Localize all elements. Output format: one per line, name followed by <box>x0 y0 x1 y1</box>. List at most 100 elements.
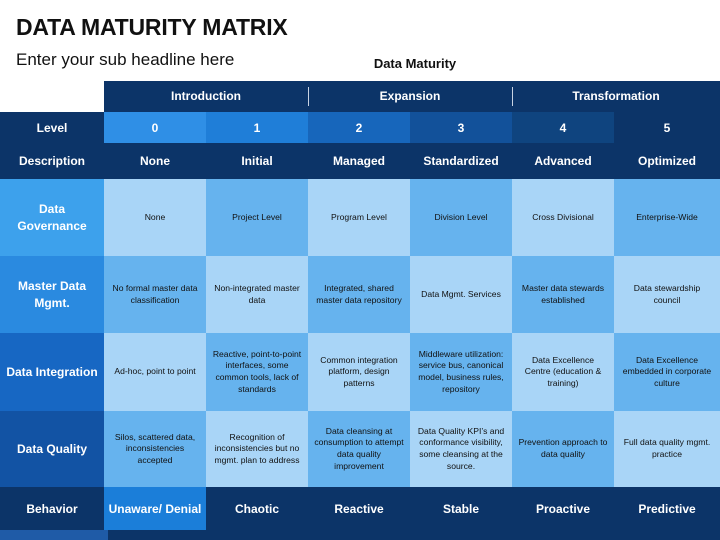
phase-band: Introduction Expansion Transformation <box>104 81 720 112</box>
level-cell-text: 1 <box>253 120 261 135</box>
level-row: Level 0 1 2 3 4 5 <box>0 112 720 143</box>
phase-divider <box>308 87 309 106</box>
matrix-cell-text: Recognition of inconsistencies but no mg… <box>214 431 300 465</box>
matrix-cell-text: Data Mgmt. Services <box>421 288 501 299</box>
matrix-cell-text: Master data stewards established <box>521 282 605 305</box>
matrix-cell-text: Prevention approach to data quality <box>518 437 608 459</box>
behavior-cell-text: Stable <box>442 501 479 516</box>
matrix-cell: Silos, scattered data, inconsistencies a… <box>104 411 206 487</box>
phase-divider <box>512 87 513 106</box>
matrix-cell: Data Mgmt. Services <box>410 256 512 333</box>
behavior-label: Behavior <box>0 487 104 530</box>
behavior-cell: Chaotic <box>206 487 308 530</box>
row-label: Data Governance <box>0 179 104 256</box>
level-cell: 4 <box>512 112 614 143</box>
phase-expansion: Expansion <box>379 89 441 103</box>
matrix-cell-text: Data Excellence Centre (education & trai… <box>524 354 602 388</box>
matrix-cell-text: Data Quality KPI’s and conformance visib… <box>417 425 505 471</box>
behavior-cell: Unaware/ Denial <box>104 487 206 530</box>
matrix-cell-text: Reactive, point-to-point interfaces, som… <box>212 348 302 394</box>
matrix-cell: Program Level <box>308 179 410 256</box>
description-cell-text: Standardized <box>423 154 499 168</box>
description-cell: Optimized <box>614 143 720 179</box>
level-cell-text: 2 <box>355 120 363 135</box>
behavior-cell: Reactive <box>308 487 410 530</box>
matrix-cell: Cross Divisional <box>512 179 614 256</box>
row-label-text: Data Governance <box>17 202 87 233</box>
description-cell: Advanced <box>512 143 614 179</box>
description-cell: Standardized <box>410 143 512 179</box>
description-cell-text: Optimized <box>637 154 696 168</box>
row-label-text: Master Data Mgmt. <box>17 279 87 310</box>
page-subtitle: Enter your sub headline here <box>16 50 235 69</box>
matrix-cell-text: Full data quality mgmt. practice <box>623 437 711 459</box>
matrix-cell-text: No formal master data classification <box>112 282 198 305</box>
matrix-cell-text: Common integration platform, design patt… <box>320 354 398 388</box>
row-label: Data Integration <box>0 333 104 411</box>
level-cell: 0 <box>104 112 206 143</box>
matrix-cell: Integrated, shared master data repositor… <box>308 256 410 333</box>
behavior-row: Behavior Unaware/ Denial Chaotic Reactive St… <box>0 487 720 530</box>
behavior-cell: Predictive <box>614 487 720 530</box>
matrix-cell-text: Data Excellence embedded in corporate cu… <box>622 354 712 388</box>
level-cell: 1 <box>206 112 308 143</box>
matrix-cell: Data cleansing at consumption to attempt… <box>308 411 410 487</box>
footer-bar <box>0 530 720 540</box>
description-cell: Initial <box>206 143 308 179</box>
level-cell-text: 3 <box>457 120 465 135</box>
matrix-cell: Data Excellence embedded in corporate cu… <box>614 333 720 411</box>
row-label: Master Data Mgmt. <box>0 256 104 333</box>
matrix-cell-text: Integrated, shared master data repositor… <box>316 282 402 305</box>
matrix-cell-text: Data cleansing at consumption to attempt… <box>314 425 404 471</box>
matrix-cell: Enterprise-Wide <box>614 179 720 256</box>
description-label-text: Description <box>18 154 85 168</box>
behavior-cell-text: Predictive <box>638 501 696 516</box>
phase-transformation: Transformation <box>572 89 660 103</box>
matrix-cell-text: Data stewardship council <box>633 282 701 305</box>
behavior-cell: Proactive <box>512 487 614 530</box>
description-cell-text: None <box>140 154 170 168</box>
matrix-cell-text: Middleware utilization: service bus, can… <box>418 348 504 394</box>
matrix-cell-text: Silos, scattered data, inconsistencies a… <box>114 431 196 465</box>
matrix-cell: Prevention approach to data quality <box>512 411 614 487</box>
matrix-cell-text: Division Level <box>434 211 488 222</box>
description-cell-text: Managed <box>332 154 385 168</box>
matrix-cell-text: Enterprise-Wide <box>636 211 698 222</box>
maturity-label: Data Maturity <box>373 56 457 71</box>
matrix-row: Data Quality Silos, scattered data, incon… <box>0 411 720 487</box>
description-label: Description <box>0 143 104 179</box>
level-cell: 5 <box>614 112 720 143</box>
description-cell-text: Advanced <box>534 154 592 168</box>
behavior-cell-text: Unaware/ Denial <box>108 501 202 516</box>
matrix-cell: Project Level <box>206 179 308 256</box>
matrix-cell: Full data quality mgmt. practice <box>614 411 720 487</box>
matrix-cell: Non-integrated master data <box>206 256 308 333</box>
description-cell-text: Initial <box>241 154 273 168</box>
matrix-row: Master Data Mgmt. No formal master data c… <box>0 256 720 333</box>
matrix-cell-text: Project Level <box>232 211 282 222</box>
matrix-cell: Ad-hoc, point to point <box>104 333 206 411</box>
level-label-text: Level <box>36 120 68 135</box>
page-title: DATA MATURITY MATRIX <box>16 14 288 40</box>
description-cell: None <box>104 143 206 179</box>
row-label: Data Quality <box>0 411 104 487</box>
row-label-text: Data Integration <box>6 364 98 379</box>
footer-accent <box>0 530 108 540</box>
level-cell: 2 <box>308 112 410 143</box>
row-label-text: Data Quality <box>16 441 88 456</box>
level-cell-text: 5 <box>663 120 671 135</box>
matrix-cell: Common integration platform, design patt… <box>308 333 410 411</box>
behavior-cell-text: Reactive <box>334 501 384 516</box>
matrix-cell: Data Quality KPI’s and conformance visib… <box>410 411 512 487</box>
level-cell: 3 <box>410 112 512 143</box>
matrix-cell: Reactive, point-to-point interfaces, som… <box>206 333 308 411</box>
matrix-cell: Middleware utilization: service bus, can… <box>410 333 512 411</box>
description-cell: Managed <box>308 143 410 179</box>
matrix-cell: Division Level <box>410 179 512 256</box>
behavior-cell: Stable <box>410 487 512 530</box>
description-row: Description None Initial Managed Standardize… <box>0 143 720 179</box>
matrix-cell: None <box>104 179 206 256</box>
matrix-cell: Data Excellence Centre (education & trai… <box>512 333 614 411</box>
matrix-cell: Master data stewards established <box>512 256 614 333</box>
